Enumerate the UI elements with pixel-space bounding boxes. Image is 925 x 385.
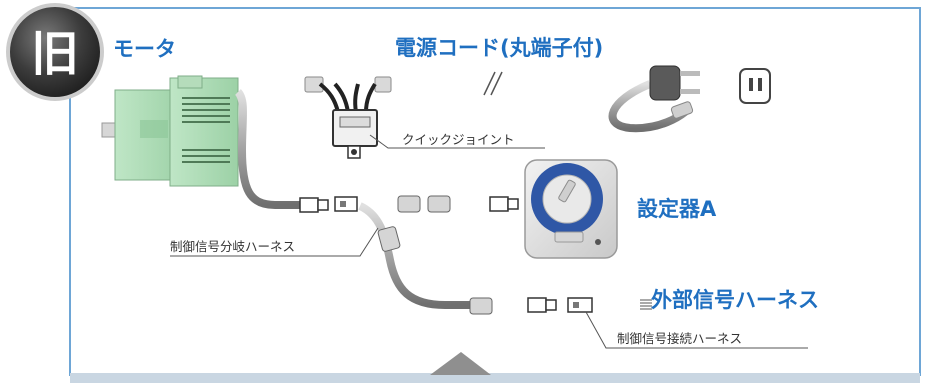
motor-label: モータ — [113, 37, 176, 61]
frame-bottom-bar — [70, 373, 920, 383]
old-badge-icon: 旧 — [6, 3, 104, 101]
setter-label: 設定器A — [637, 197, 717, 221]
signal-cables — [234, 89, 652, 315]
quick-joint-label: クイックジョイント — [402, 132, 515, 147]
power-cord — [233, 71, 694, 133]
connect-harness-label: 制御信号接続ハーネス — [617, 331, 742, 346]
external-harness-label: 外部信号ハーネス — [651, 288, 819, 312]
diagram-frame — [69, 7, 921, 383]
outlet-icon — [739, 68, 771, 104]
power-cord-label: 電源コード(丸端子付) — [395, 36, 603, 60]
badge-label: 旧 — [31, 26, 79, 82]
connector-icon — [299, 196, 358, 213]
power-plug-icon — [649, 65, 700, 101]
branch-harness-label: 制御信号分岐ハーネス — [170, 239, 295, 254]
quick-joint-icon — [318, 82, 378, 159]
up-arrow-icon — [430, 352, 491, 375]
setter-dial-icon — [524, 159, 618, 259]
motor-icon — [101, 75, 239, 187]
